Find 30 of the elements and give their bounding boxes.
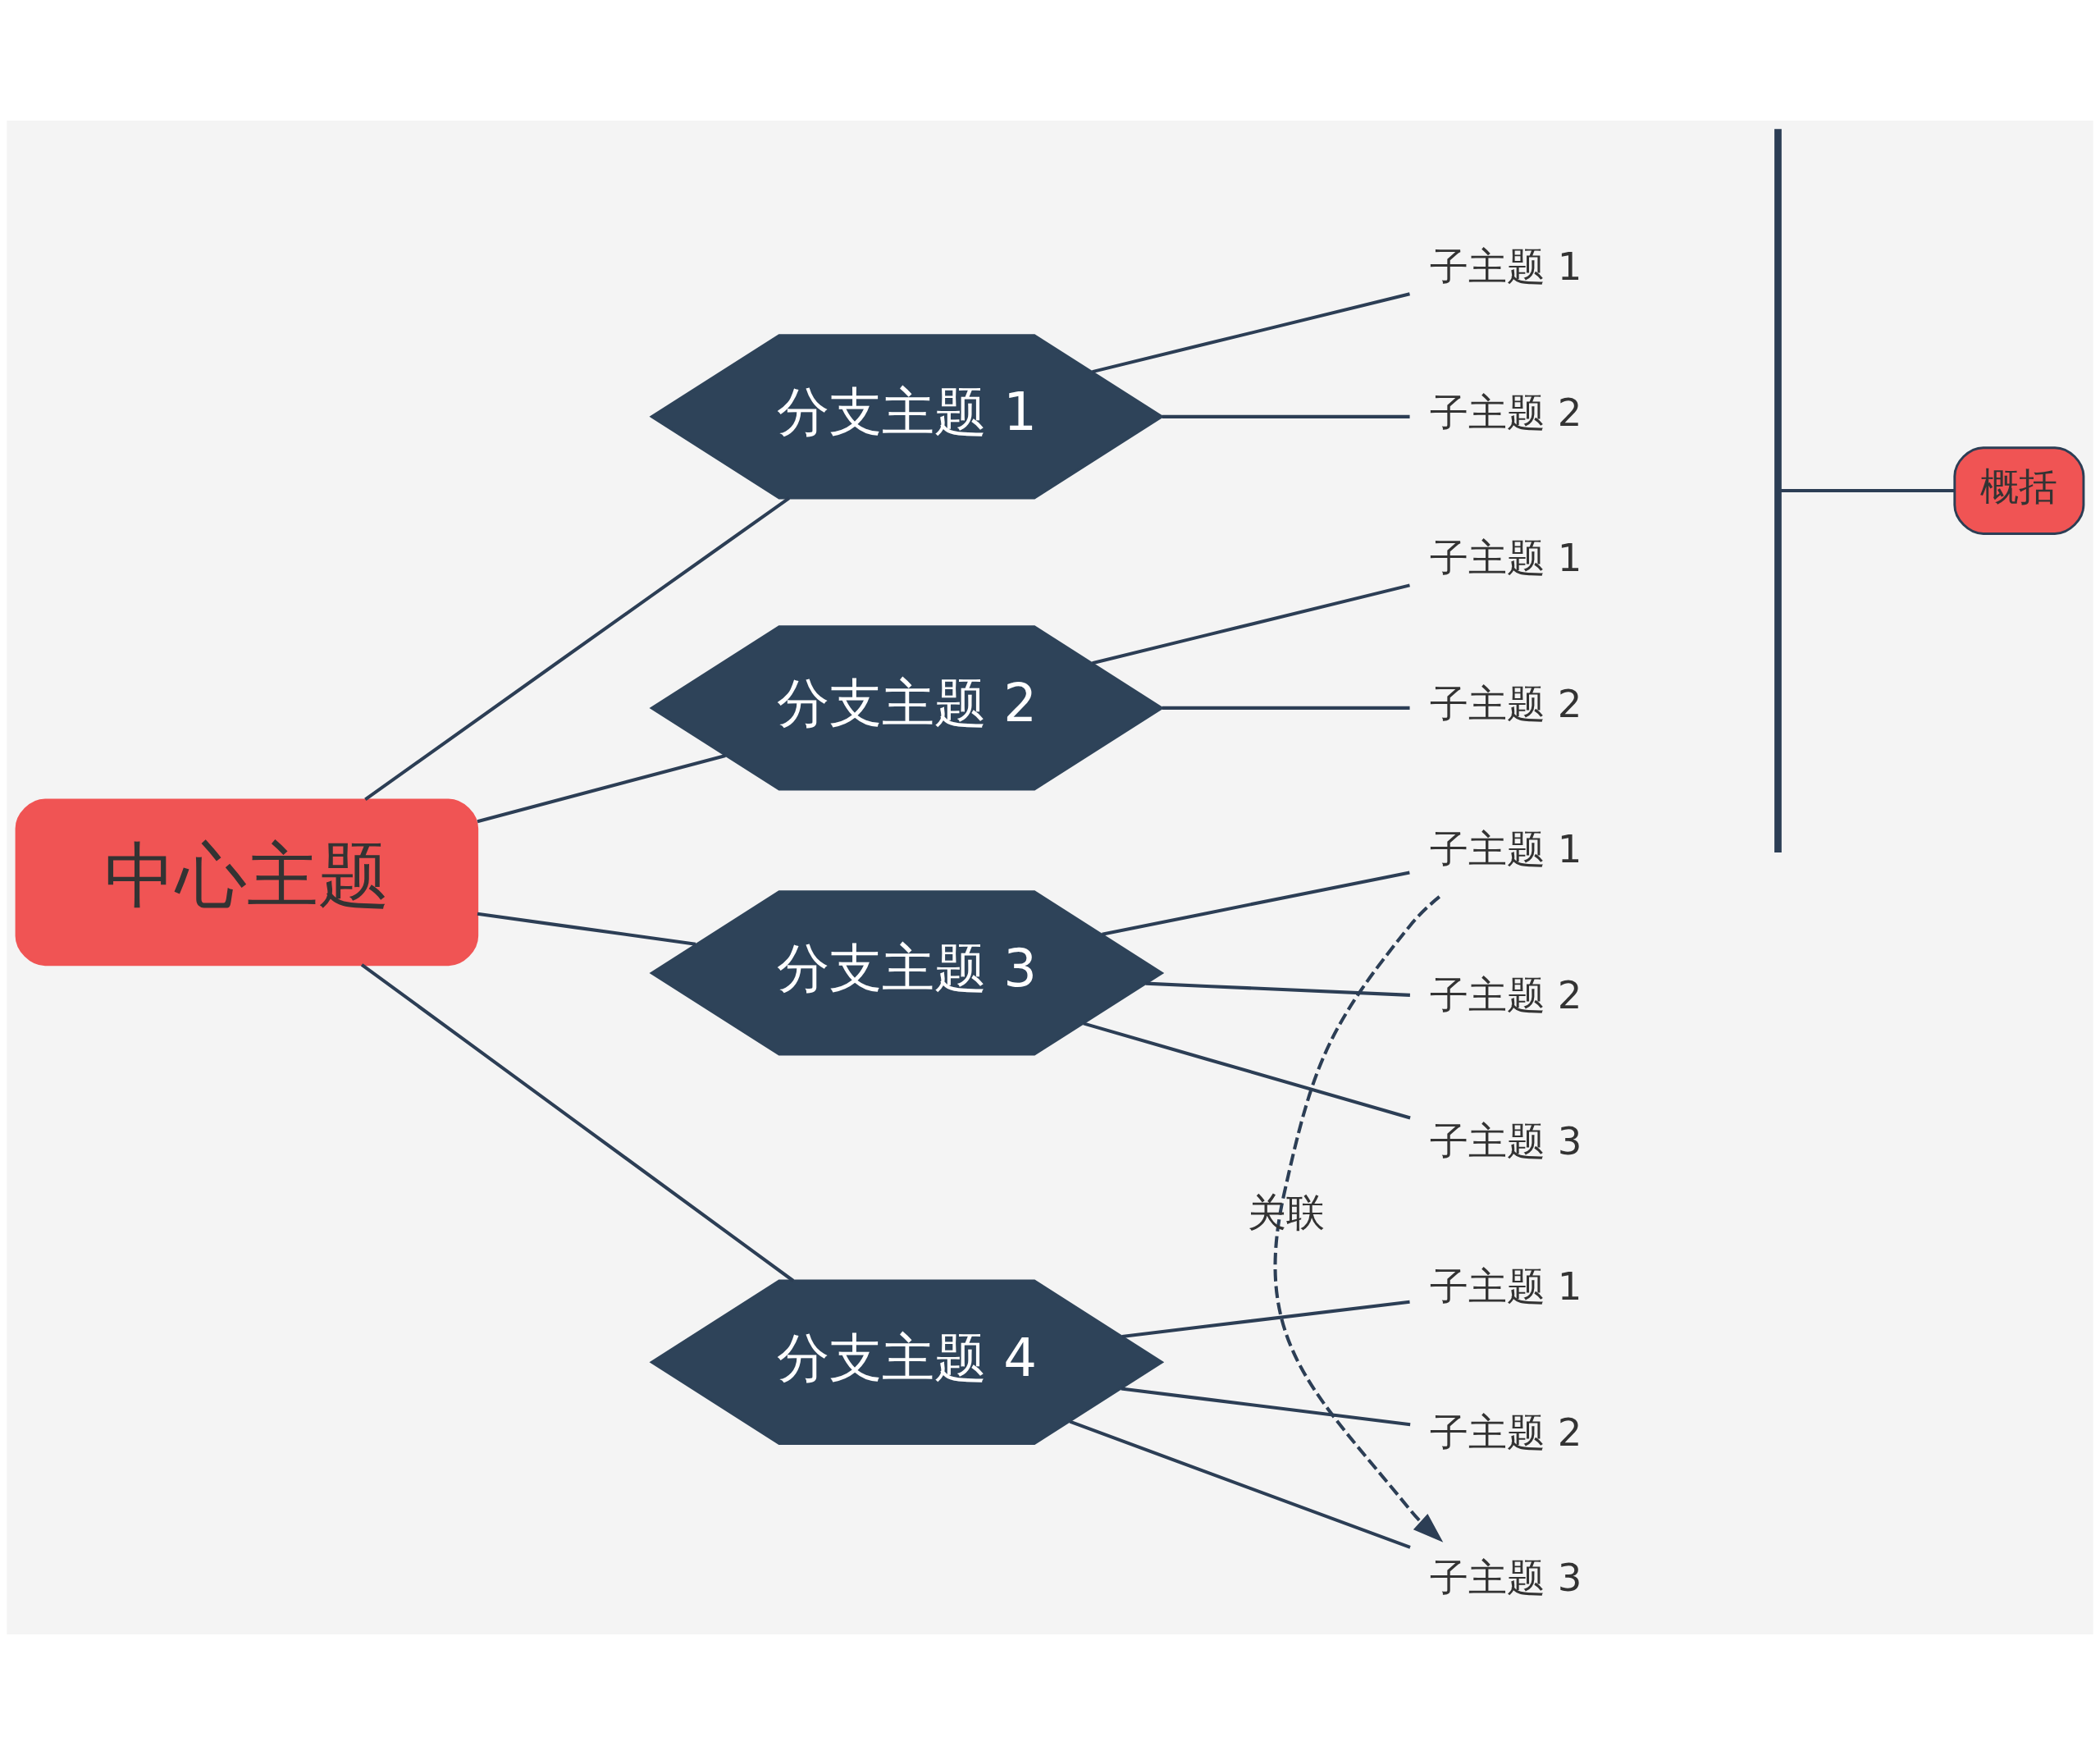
connector bbox=[1162, 706, 1410, 710]
node-text: 子主题 1 bbox=[1430, 245, 1582, 290]
connector bbox=[1145, 981, 1410, 997]
node-box: 概括 bbox=[1953, 446, 2085, 535]
node-text: 子主题 1 bbox=[1430, 827, 1582, 872]
connector bbox=[477, 753, 726, 824]
connector bbox=[364, 496, 791, 801]
arrow bbox=[1273, 895, 1444, 1542]
connector bbox=[1069, 1419, 1411, 1549]
connector bbox=[1083, 1021, 1411, 1120]
connector bbox=[1121, 1300, 1410, 1338]
node-box: 中心主题 bbox=[15, 798, 479, 967]
edge-label: 关联 bbox=[1247, 1190, 1325, 1235]
node-text: 子主题 1 bbox=[1430, 536, 1582, 581]
connector bbox=[1102, 871, 1410, 936]
connector bbox=[1092, 292, 1410, 374]
connector bbox=[477, 912, 696, 946]
connector bbox=[1780, 489, 1955, 493]
node-text: 子主题 2 bbox=[1430, 1410, 1582, 1455]
connector bbox=[1092, 583, 1410, 665]
node-text: 子主题 2 bbox=[1430, 681, 1582, 726]
connector bbox=[1162, 414, 1410, 418]
node-bracket bbox=[1774, 129, 1782, 852]
node-text: 子主题 2 bbox=[1430, 390, 1582, 435]
node-text: 子主题 1 bbox=[1430, 1264, 1582, 1309]
node-text: 子主题 2 bbox=[1430, 972, 1582, 1017]
connector bbox=[360, 963, 795, 1282]
connector bbox=[1121, 1387, 1411, 1427]
node-text: 子主题 3 bbox=[1430, 1556, 1582, 1601]
node-text: 子主题 3 bbox=[1430, 1118, 1582, 1163]
